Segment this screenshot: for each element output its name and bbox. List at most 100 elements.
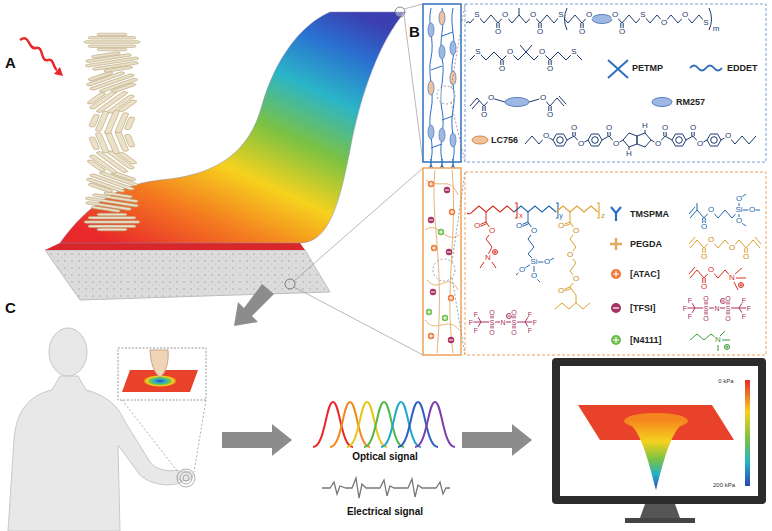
atom-label: O [543,258,550,266]
zoom-lines-part [294,287,423,355]
tmspma-pendant-part [516,258,554,282]
ions-part [428,181,434,187]
atom-label: O [494,28,501,36]
atom-label: O [489,329,495,336]
atom-label: Si [530,258,538,266]
ions-part [438,229,444,235]
film-front-edge [45,243,305,250]
atom-label: O [546,65,553,73]
chem-structure-part [553,134,567,146]
tfsi-structure-part [685,300,749,316]
monitor-part [624,421,688,490]
polymer-backbone-part [472,206,514,212]
atom-label: O [530,227,537,235]
atom-label: S [571,48,577,56]
atom-label: O [498,65,505,73]
legend-label: [N4111] [630,336,662,345]
atom-label: O [506,48,513,56]
monitor-part [640,504,680,518]
atom-label: O [577,140,584,148]
atom-label: N [715,336,722,344]
panel-letter: B [409,24,420,39]
legend-label: PEGDA [630,240,662,249]
atom-label: O [748,206,755,214]
chem-structure-part [707,134,721,146]
touch-point-part [177,469,195,487]
legend-symbol-part [613,307,619,308]
legend-symbol-part [611,207,621,221]
ions-part [429,182,433,186]
signal-caption: Optical signal [352,452,418,462]
chem-structure-part [637,133,651,147]
pressure-inset [118,348,206,400]
zoom-circle-part [451,4,465,88]
ions-part [449,209,455,215]
n4111-structure [690,331,730,351]
atom-label: F [741,313,746,320]
atom-label: O [473,222,480,230]
atom-label: O [566,251,573,259]
atac-pendant-part [480,262,496,268]
chem-structure-part [466,8,712,30]
helical-rods-part [77,68,147,97]
legend-label: [ATAC] [630,270,660,279]
atom-label: O [696,140,703,148]
human-figure-part [177,471,193,481]
atom-label: O [735,195,742,203]
atom-label: O [539,94,546,102]
monitor-part [745,380,750,486]
ions-part [428,217,434,223]
legend-symbol-part [611,303,621,313]
pegda-structure-part [690,240,760,248]
atom-label: O [611,11,618,19]
atom-label: O [511,309,517,316]
panel-letter: C [5,300,16,315]
atom-label: N [485,254,492,262]
rainbow-film [60,12,405,243]
chem-structure-part [470,52,582,60]
atom-label: F [473,311,478,318]
mesogen-ellipses-part [439,45,445,59]
atom-label: F [532,319,537,326]
atac-structure-part [740,284,743,287]
mesogen-ellipses-part [428,81,434,95]
mesogen-ellipses-part [428,23,434,37]
atac-structure [689,267,746,290]
atom-label: O [728,244,735,252]
polymer-backbone [467,203,599,218]
zoom-circle-part [452,278,465,355]
atom-label: S [703,305,709,312]
repeat-subscript: z [601,212,606,219]
atom-label: O [585,11,592,19]
legend-symbol [472,136,488,144]
chem-structure-part [711,137,718,144]
polymer-network-part [427,280,458,290]
legend-symbol-part [611,269,621,279]
ions-part [449,340,453,341]
monitor [552,358,766,523]
atom-label: F [687,313,692,320]
legend-label: RM257 [676,98,705,107]
atom-label: O [546,111,553,119]
chem-structure-part [557,137,564,144]
atom-label: O [707,266,714,274]
zoom-lines-part [404,4,423,9]
light-wave-arrow-part [54,67,63,76]
atac-structure-part [739,283,744,288]
legend-symbol [610,207,622,345]
helical-rods-part [80,147,144,176]
tfsi-structure [471,312,535,332]
atom-label: O [725,295,731,302]
atom-label: O [703,315,709,322]
ions [426,181,455,343]
tfsi-structure-part [508,316,511,317]
monomer-box [465,4,766,162]
mesogen-ellipses-part [439,11,445,25]
zoom-lines-part [285,279,295,289]
atom-label: O [572,227,579,235]
atom-label: O [661,124,668,132]
atom-label: F [527,311,532,318]
atom-label: O [557,222,564,230]
chem-structure-part [501,45,551,65]
